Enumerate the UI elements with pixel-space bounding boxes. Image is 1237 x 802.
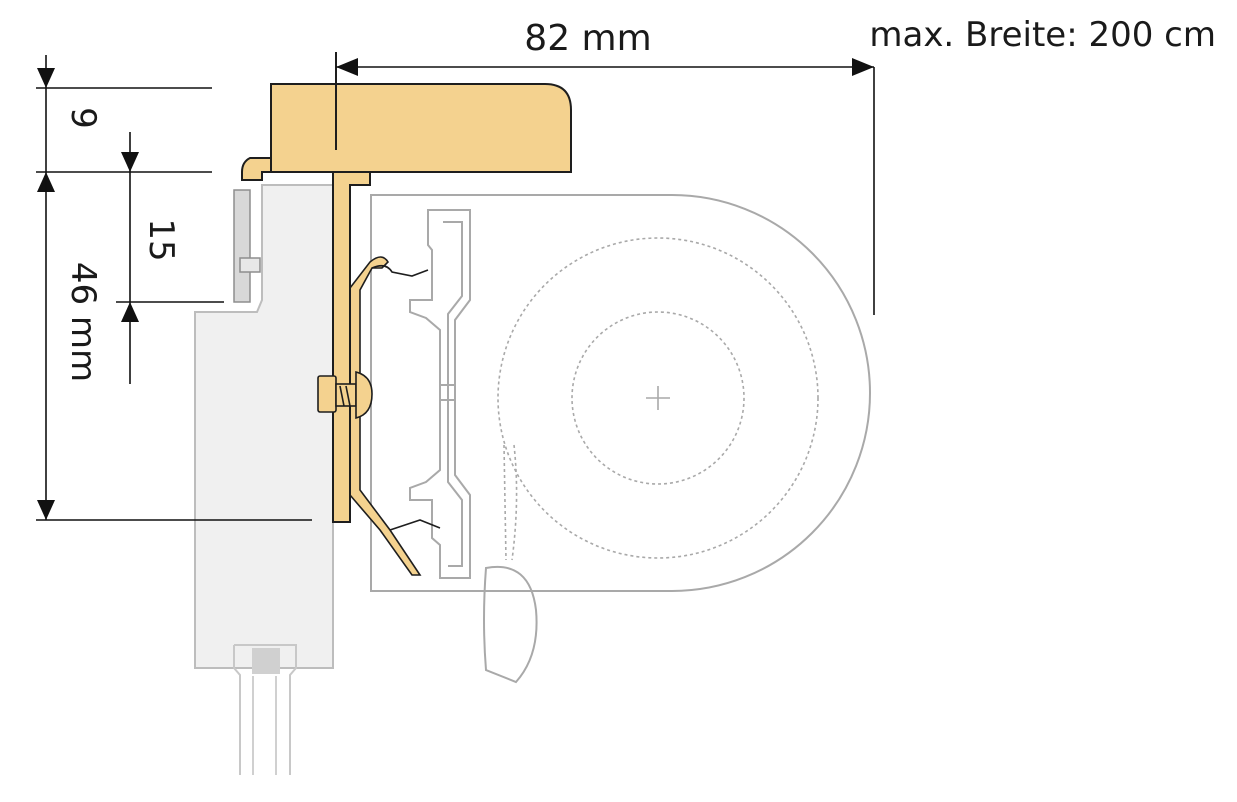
frame-seal-notch xyxy=(239,257,261,273)
window-frame-profile xyxy=(194,184,334,669)
top-offset-label: 9 xyxy=(63,107,103,129)
total-height-label: 46 mm xyxy=(63,262,103,382)
spring-clip xyxy=(349,256,422,576)
width-dim-arrow-left xyxy=(336,58,358,76)
glass-seal xyxy=(252,648,280,674)
cassette-housing xyxy=(370,194,871,592)
width-dim-arrow-right xyxy=(852,58,874,76)
mounting-plate xyxy=(332,171,371,523)
spring-clip-wire xyxy=(371,264,441,531)
top-bracket xyxy=(270,83,572,173)
dim-9-arrow xyxy=(37,68,55,88)
dim-15-arrow-top xyxy=(121,152,139,172)
dim-15-arrow-bottom xyxy=(121,302,139,322)
roll-outer-dashed xyxy=(497,237,819,559)
inner-height-label: 15 xyxy=(141,218,181,261)
rail-profile xyxy=(409,209,471,579)
rail-inner-detail xyxy=(443,221,463,567)
roll-center-mark xyxy=(646,386,670,410)
mounting-screw xyxy=(317,370,373,420)
fabric-drop xyxy=(503,444,518,561)
dim-46-arrow-bottom xyxy=(37,500,55,520)
max-width-label: max. Breite: 200 cm xyxy=(869,15,1216,55)
bracket-hook xyxy=(241,157,272,181)
roll-inner-dashed xyxy=(571,311,745,485)
glass-pane xyxy=(233,644,297,775)
width-label: 82 mm xyxy=(524,18,651,59)
pull-handle xyxy=(483,565,538,684)
frame-seal-plate xyxy=(233,189,251,303)
